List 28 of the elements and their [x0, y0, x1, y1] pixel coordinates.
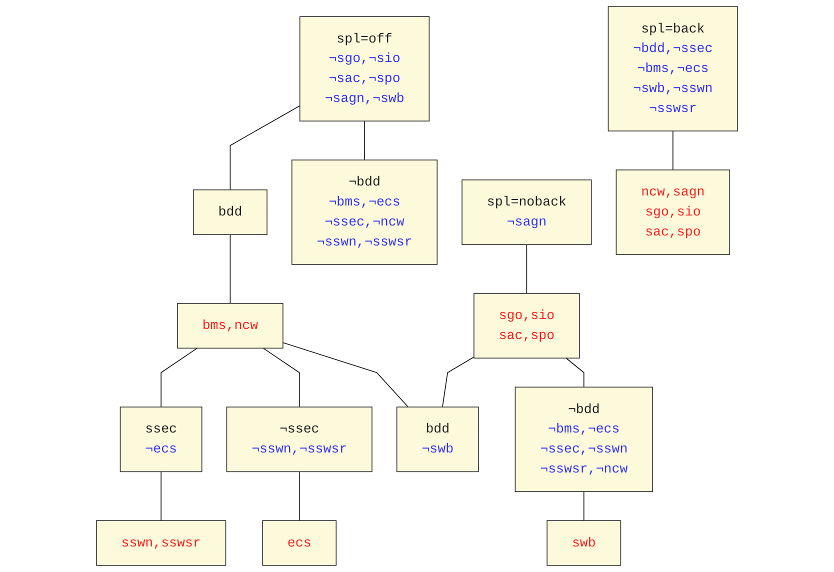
- connector: [672, 130, 674, 170]
- connector: [526, 244, 528, 294]
- connector: [160, 471, 162, 522]
- connector: [566, 358, 584, 388]
- node-box: ssec ¬ecs: [120, 406, 202, 472]
- node-box: spl=off ¬sgo,¬sio ¬sac,¬spo ¬sagn,¬swb: [299, 16, 430, 122]
- connector: [160, 348, 198, 408]
- connector: [364, 120, 365, 160]
- connector: [442, 356, 474, 408]
- node-box: ecs: [262, 520, 337, 566]
- node-box: sswn,sswsr: [96, 520, 226, 566]
- connector: [230, 234, 231, 304]
- connector: [262, 348, 300, 408]
- node-box: bdd ¬swb: [396, 406, 479, 472]
- node-box: ¬ssec ¬sswn,¬sswsr: [226, 406, 372, 472]
- node-box: spl=back ¬bdd,¬ssec ¬bms,¬ecs ¬swb,¬sswn ¬sswsr: [608, 6, 738, 132]
- node-box: ¬bdd ¬bms,¬ecs ¬ssec,¬sswn ¬sswsr,¬ncw: [514, 386, 653, 492]
- connector: [230, 105, 300, 190]
- node-box: bdd: [192, 189, 268, 236]
- connector: [282, 342, 409, 408]
- node-box: ncw,sagn sgo,sio sac,spo: [616, 170, 730, 255]
- node-box: bms,ncw: [177, 303, 284, 349]
- node-box: swb: [546, 520, 622, 566]
- node-box: sgo,sio sac,spo: [474, 293, 580, 359]
- node-box: spl=noback ¬sagn: [462, 179, 592, 245]
- node-box: ¬bdd ¬bms,¬ecs ¬ssec,¬ncw ¬sswn,¬sswsr: [291, 160, 438, 265]
- connector: [583, 491, 584, 522]
- connector: [298, 471, 300, 522]
